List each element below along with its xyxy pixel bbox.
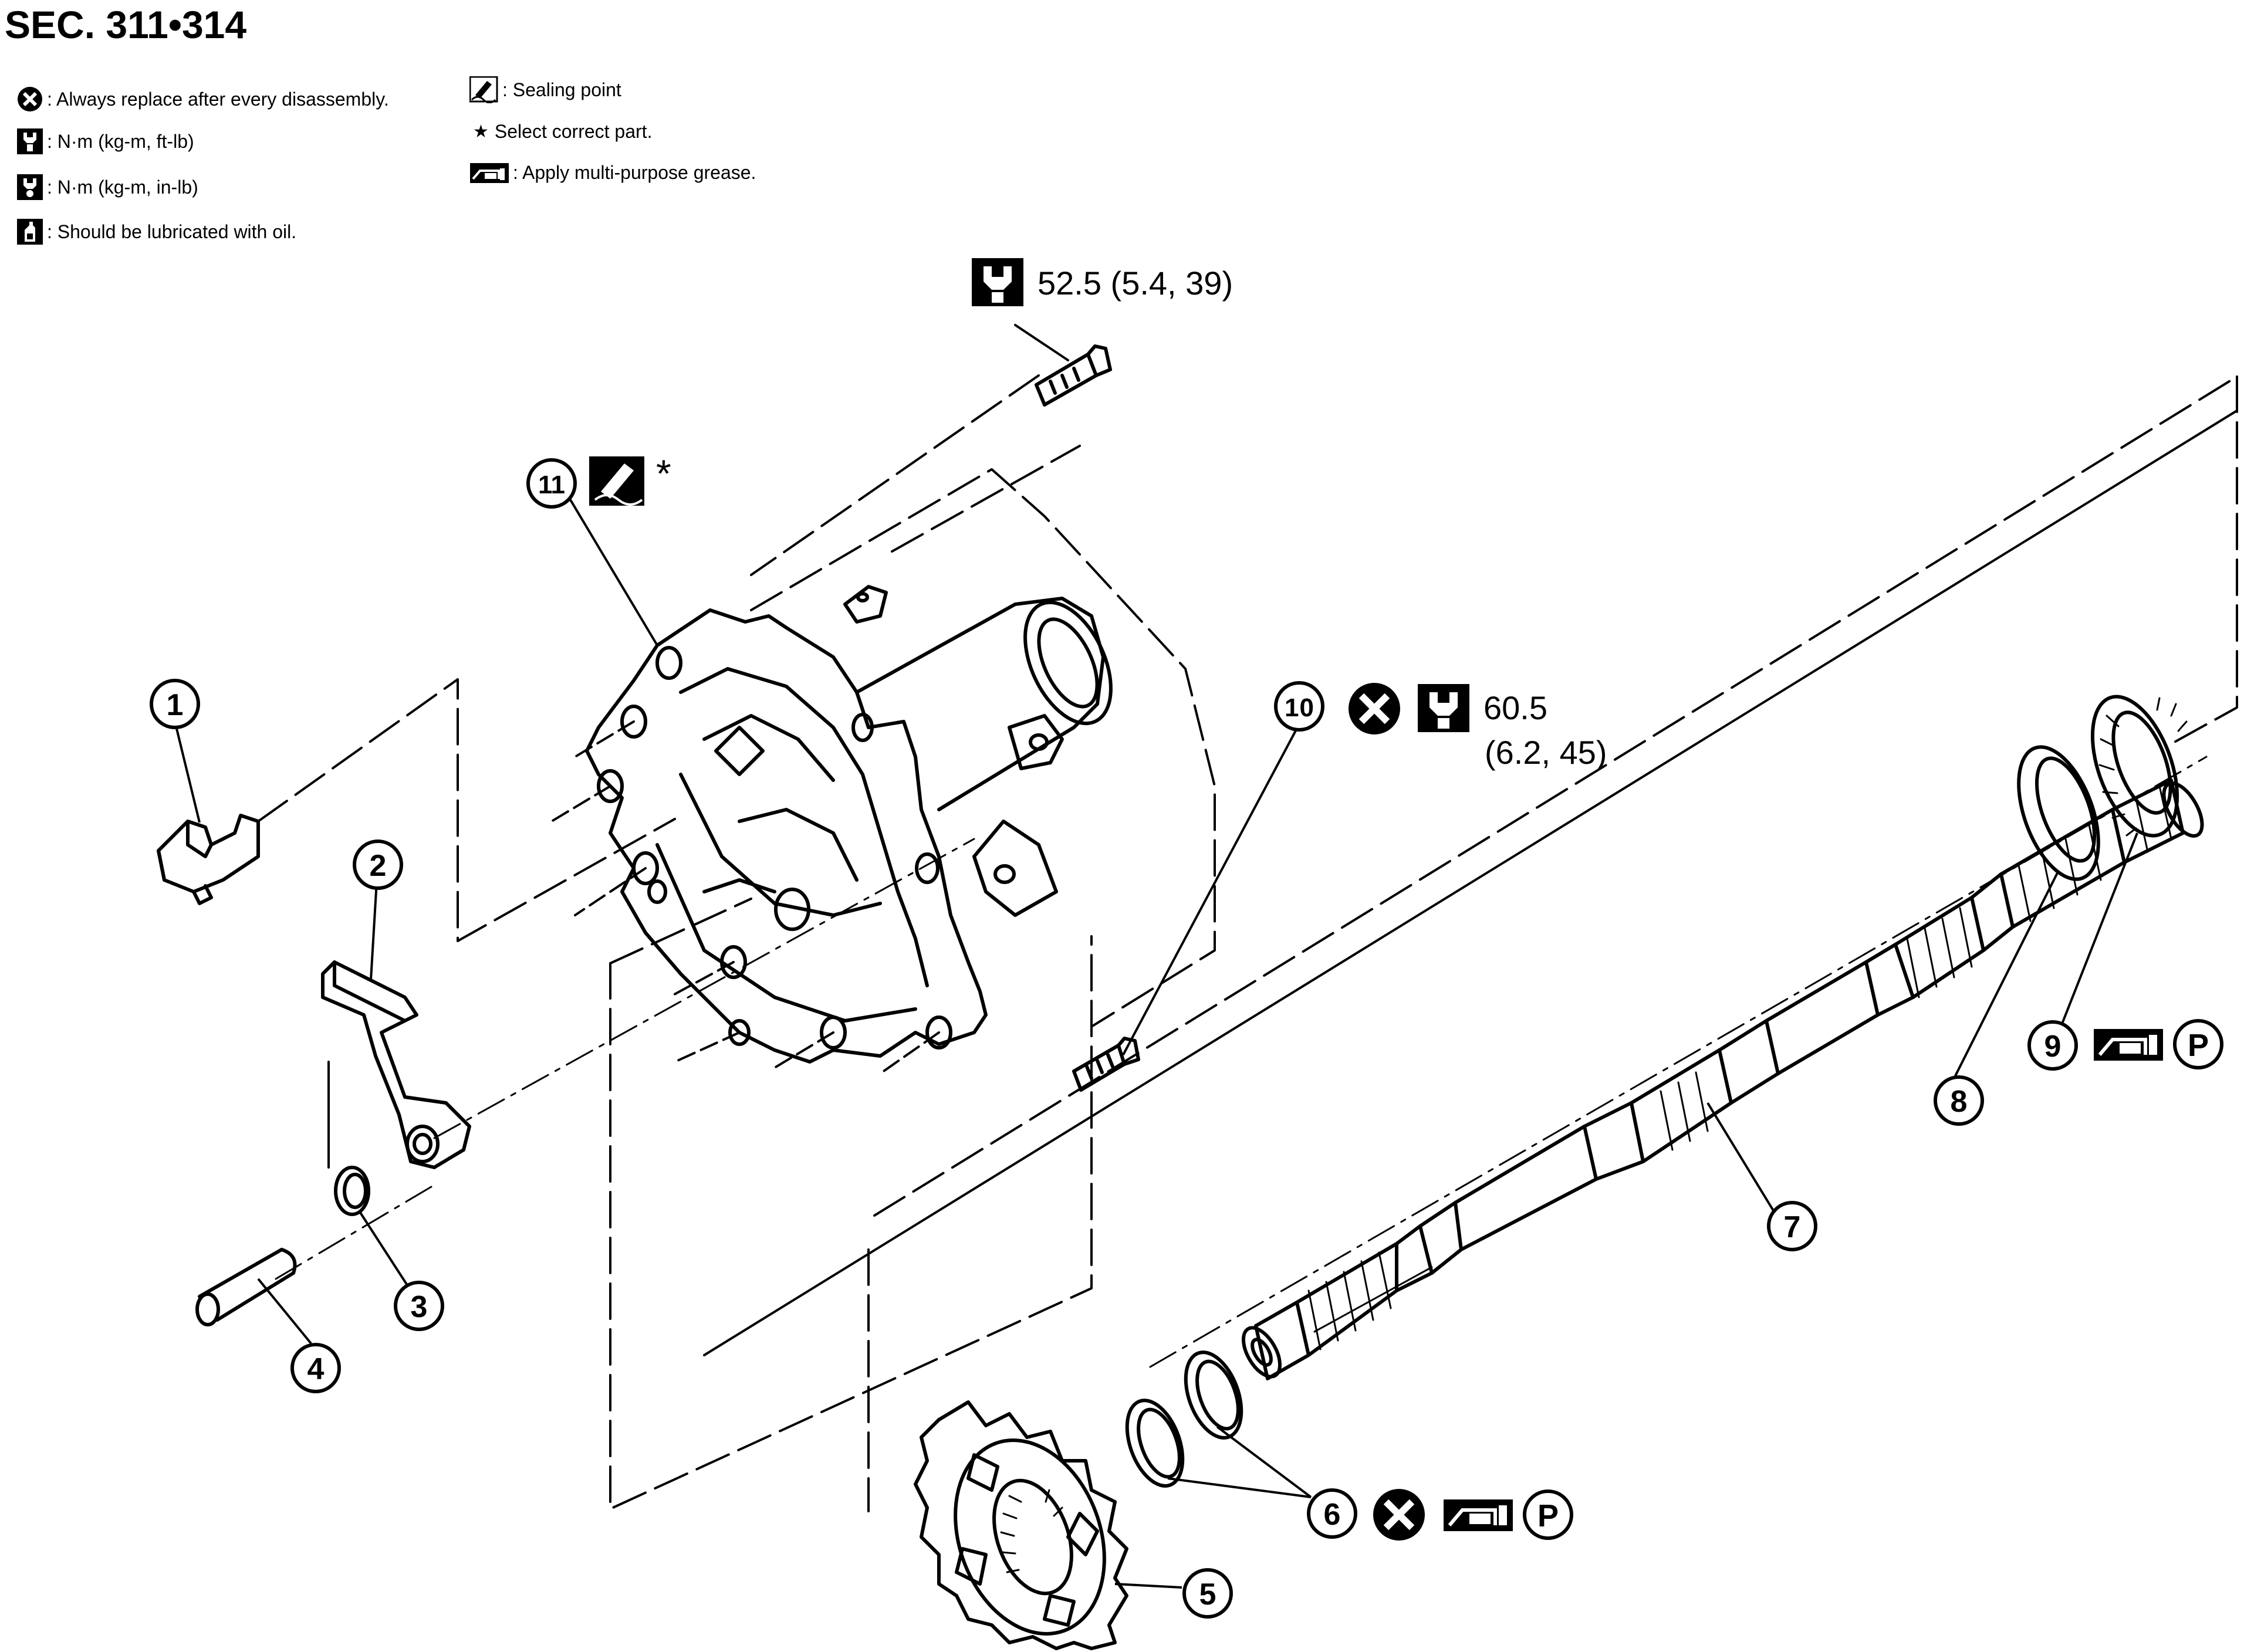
callout-6-label: 6 xyxy=(1324,1498,1341,1532)
legend-oil: : Should be lubricated with oil. xyxy=(16,218,296,245)
grease-gun-icon xyxy=(1444,1499,1513,1531)
always-replace-x-icon xyxy=(1349,683,1400,734)
legend-oil-text: : Should be lubricated with oil. xyxy=(47,221,297,242)
callout-6 xyxy=(1307,1488,1357,1539)
sealing-point-icon xyxy=(589,456,644,506)
leader-bolt-top xyxy=(1014,324,1069,361)
always-replace-x-icon xyxy=(18,87,42,111)
section-title: SEC. 311•314 xyxy=(5,3,247,46)
grease-p-label: P xyxy=(1537,1498,1559,1533)
oil-can-icon xyxy=(17,219,43,245)
transfer-housing xyxy=(550,585,1113,1075)
shaft-centerline xyxy=(275,756,2208,1368)
bolt10-torque-value: 60.5 xyxy=(1483,689,1547,726)
callout-5-label: 5 xyxy=(1199,1577,1216,1612)
grease-p-icon: P xyxy=(2173,1019,2223,1069)
callout-2 xyxy=(353,839,403,890)
shift-fork-shoe xyxy=(157,814,260,905)
callout-1-label: 1 xyxy=(167,688,184,722)
legend-select: ★ Select correct part. xyxy=(473,121,652,143)
legend-grease-text: : Apply multi-purpose grease. xyxy=(513,162,756,183)
output-shaft xyxy=(1242,778,2204,1380)
housing-bolt-10 xyxy=(1072,1037,1140,1092)
legend-select-text: Select correct part. xyxy=(494,121,653,142)
select-star: * xyxy=(656,452,671,495)
callout-circles xyxy=(150,458,2078,1619)
callout-leaders xyxy=(175,499,2138,1589)
callout-8 xyxy=(1934,1075,1984,1126)
always-replace-x-icon xyxy=(1373,1489,1425,1541)
callout-3-label: 3 xyxy=(411,1290,428,1324)
legend-replace-text: : Always replace after every disassembly… xyxy=(47,88,389,110)
callout-11 xyxy=(526,458,577,509)
sealing-point-icon xyxy=(469,76,498,103)
callout-9-label: 9 xyxy=(2044,1030,2061,1064)
housing-bolt-top xyxy=(1035,344,1112,407)
legend-torque-ft-text: : N·m (kg-m, ft-lb) xyxy=(47,130,194,152)
callout-10-label: 10 xyxy=(1285,693,1314,722)
legend-torque-in: : N·m (kg-m, in-lb) xyxy=(16,174,198,201)
callout-9 xyxy=(2027,1020,2078,1071)
torque-wrench-small-icon xyxy=(17,174,43,200)
callout-numbers: 1 2 3 4 5 6 7 8 9 10 11 xyxy=(167,470,2061,1612)
shift-lever xyxy=(321,960,471,1169)
grease-gun-icon xyxy=(470,163,509,183)
o-ring xyxy=(334,1166,370,1216)
grease-gun-icon xyxy=(2094,1029,2163,1061)
callout-7-label: 7 xyxy=(1784,1210,1801,1244)
star-icon: ★ xyxy=(473,121,489,142)
callout-8-label: 8 xyxy=(1951,1085,1968,1119)
legend-sealing: : Sealing point xyxy=(469,76,621,103)
thrust-washer xyxy=(2017,745,2100,881)
callout-5 xyxy=(1182,1568,1233,1619)
legend-grease: : Apply multi-purpose grease. xyxy=(469,162,756,184)
lock-nut xyxy=(2090,695,2188,838)
callout-7 xyxy=(1767,1201,1817,1251)
snap-rings xyxy=(1125,1350,1243,1488)
torque-wrench-icon xyxy=(17,128,43,154)
torque-wrench-icon xyxy=(1418,684,1469,732)
callout-4 xyxy=(290,1343,341,1393)
callout-2-label: 2 xyxy=(370,849,387,883)
callout-3 xyxy=(394,1281,444,1331)
callout-4-label: 4 xyxy=(307,1352,325,1386)
legend-sealing-text: : Sealing point xyxy=(502,79,621,100)
grease-p-icon: P xyxy=(1523,1489,1573,1540)
torque-wrench-icon xyxy=(972,258,1023,306)
callout-1 xyxy=(150,679,200,729)
legend-torque-ft: : N·m (kg-m, ft-lb) xyxy=(16,128,194,155)
bolt10-torque-units: (6.2, 45) xyxy=(1485,734,1607,771)
drive-sprocket xyxy=(914,1400,1128,1650)
callout-10 xyxy=(1274,681,1324,732)
bolt-top-torque-value: 52.5 (5.4, 39) xyxy=(1037,265,1233,302)
callout-11-label: 11 xyxy=(538,470,565,499)
lever-pin xyxy=(195,1248,297,1326)
grease-p-label: P xyxy=(2188,1028,2209,1063)
legend-replace: : Always replace after every disassembly… xyxy=(16,86,389,113)
legend-torque-in-text: : N·m (kg-m, in-lb) xyxy=(47,176,198,198)
assembly-guide-lines xyxy=(257,374,2238,1512)
